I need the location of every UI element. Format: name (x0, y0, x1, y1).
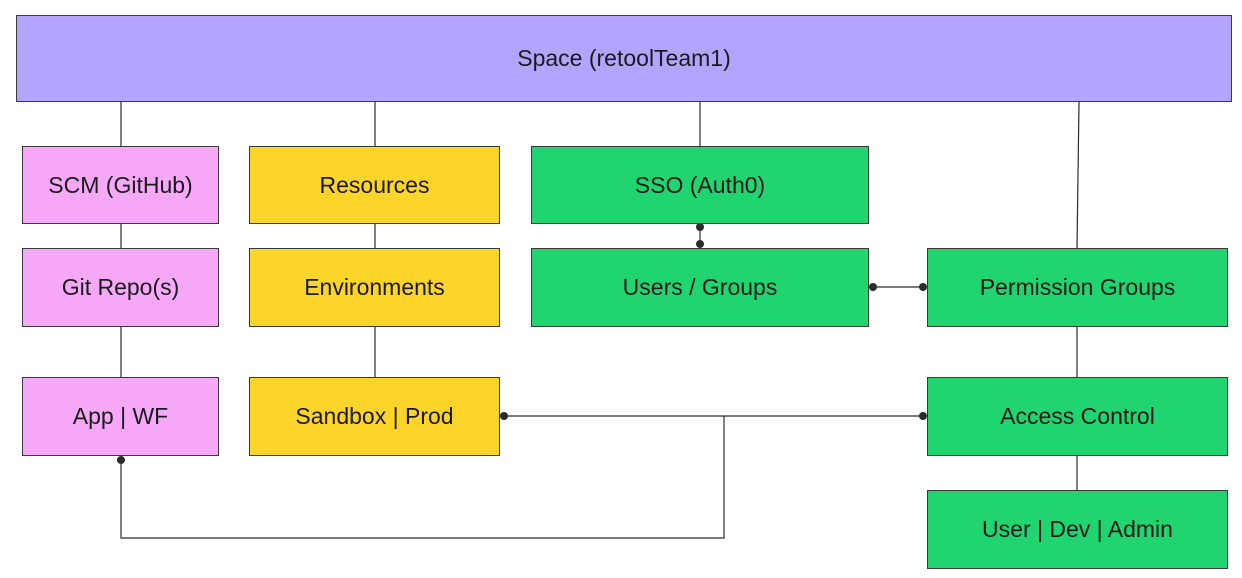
edge-space-permission (1076, 101, 1080, 249)
sandbox-prod-node: Sandbox | Prod (249, 377, 500, 456)
app-wf-label: App | WF (72, 403, 169, 429)
resources-node: Resources (249, 146, 500, 224)
connector-dot (696, 240, 704, 248)
scm-label: SCM (GitHub) (48, 171, 193, 198)
connector-dot (869, 283, 877, 291)
connector-dot (696, 223, 704, 231)
users-groups-label: Users / Groups (622, 274, 778, 300)
permission-groups-node: Permission Groups (927, 248, 1228, 327)
access-control-node: Access Control (927, 377, 1228, 456)
connector-dot (500, 412, 508, 420)
permission-groups-label: Permission Groups (979, 274, 1176, 300)
git-repo-node: Git Repo(s) (22, 248, 219, 327)
user-dev-admin-node: User | Dev | Admin (927, 490, 1228, 569)
user-dev-admin-label: User | Dev | Admin (982, 516, 1173, 542)
environments-node: Environments (249, 248, 500, 327)
sso-label: SSO (Auth0) (634, 171, 766, 198)
space-node: Space (retoolTeam1) (16, 15, 1232, 102)
environments-label: Environments (304, 274, 445, 300)
sso-node: SSO (Auth0) (531, 146, 869, 224)
space-label: Space (retoolTeam1) (517, 45, 731, 71)
app-wf-node: App | WF (22, 377, 219, 456)
sandbox-prod-label: Sandbox | Prod (295, 403, 454, 429)
resources-label: Resources (319, 171, 430, 198)
users-groups-node: Users / Groups (531, 248, 869, 327)
connector-dot (919, 283, 927, 291)
git-repo-label: Git Repo(s) (61, 274, 180, 300)
connector-dot (919, 412, 927, 420)
connector-dot (117, 456, 125, 464)
scm-node: SCM (GitHub) (22, 146, 219, 224)
edge-app-access (120, 416, 725, 539)
access-control-label: Access Control (1000, 403, 1155, 429)
